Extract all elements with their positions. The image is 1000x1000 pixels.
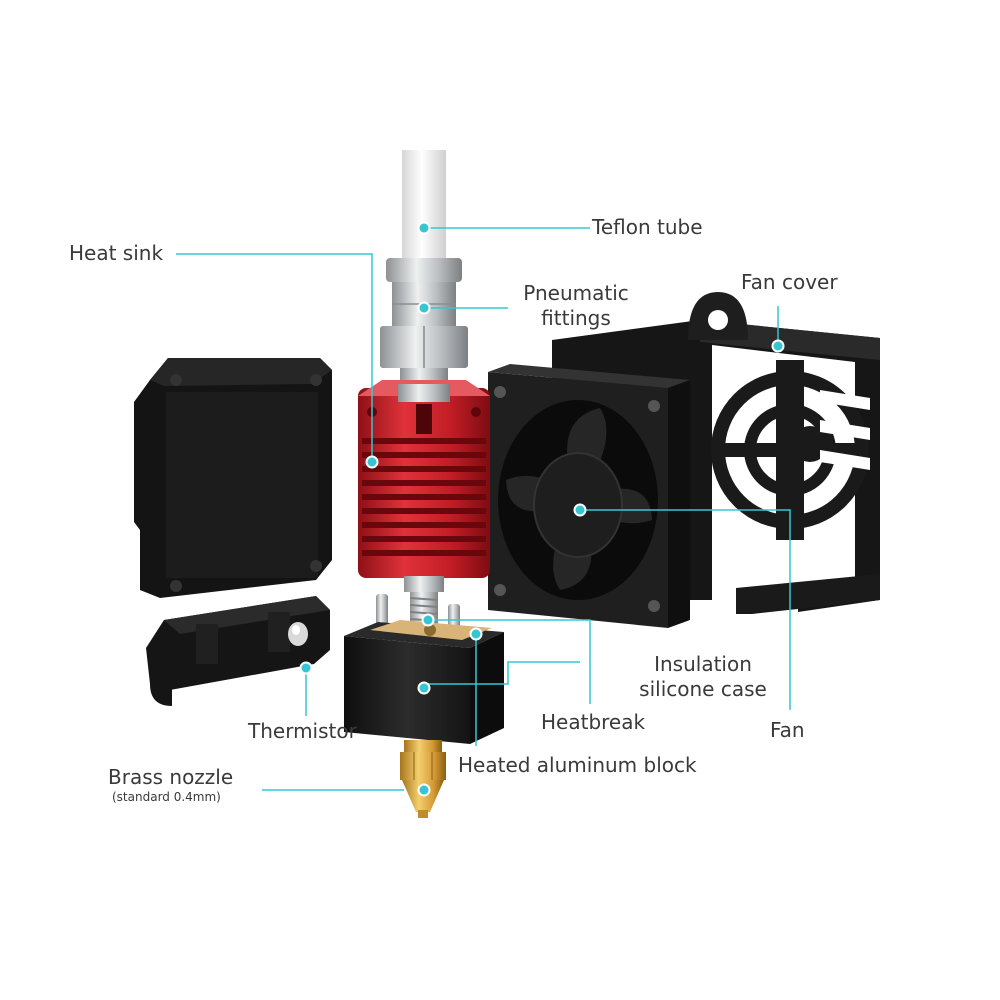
label-pneumatic-line1: Pneumatic bbox=[523, 281, 629, 305]
heat-sink bbox=[358, 380, 490, 578]
callout-lines bbox=[176, 227, 791, 791]
label-fan-cover: Fan cover bbox=[741, 270, 838, 294]
label-heat-sink: Heat sink bbox=[69, 241, 164, 265]
label-pneumatic-fittings: Pneumatic fittings bbox=[512, 281, 640, 331]
label-brass-nozzle: Brass nozzle bbox=[108, 765, 234, 789]
label-insulation-line1: Insulation bbox=[654, 652, 752, 676]
label-insulation-silicone-case: Insulation silicone case bbox=[628, 652, 778, 702]
heater-block bbox=[344, 620, 504, 744]
brass-nozzle bbox=[400, 740, 446, 818]
fan bbox=[488, 364, 690, 628]
callout-dots bbox=[299, 221, 785, 797]
teflon-tube bbox=[402, 150, 446, 262]
pneumatic-fitting bbox=[380, 258, 468, 388]
label-brass-nozzle-note: (standard 0.4mm) bbox=[112, 790, 221, 804]
label-teflon-tube: Teflon tube bbox=[592, 215, 703, 239]
side-plate bbox=[134, 358, 332, 598]
label-pneumatic-line2: fittings bbox=[541, 306, 611, 330]
label-insulation-line2: silicone case bbox=[639, 677, 767, 701]
thermistor-clip bbox=[146, 596, 330, 706]
label-thermistor: Thermistor bbox=[248, 719, 357, 743]
label-fan: Fan bbox=[770, 718, 805, 742]
label-heatbreak: Heatbreak bbox=[541, 710, 646, 734]
label-heated-aluminum-block: Heated aluminum block bbox=[458, 753, 697, 777]
